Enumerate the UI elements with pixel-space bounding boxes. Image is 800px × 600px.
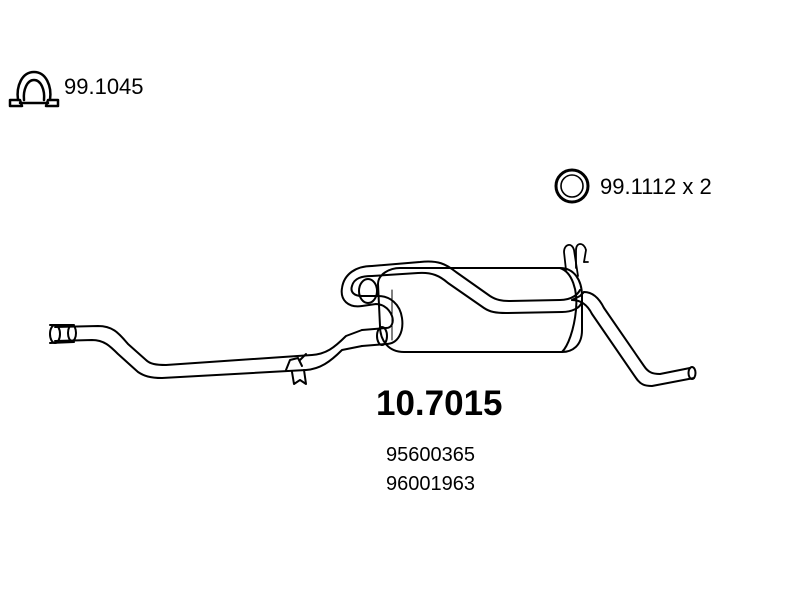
main-part-number: 10.7015 [376,384,503,423]
bridge-pipe [371,260,583,314]
muffler-body [377,267,583,353]
rear-silencer-assembly [49,243,697,387]
gasket-part-code: 99.1112 x 2 [600,174,712,199]
tail-pipe [571,291,697,387]
oem-reference-2: 96001963 [386,473,475,495]
inlet-pipe [54,325,363,379]
loop-pipe [340,265,404,347]
hanger-bracket [285,353,307,385]
inlet-end [49,324,77,344]
pipe-clamp-icon [8,70,60,108]
oem-reference-1: 95600365 [386,444,475,466]
clamp-part-code: 99.1045 [64,74,144,99]
ring-gasket-icon [554,168,590,204]
rear-hanger [563,243,589,277]
